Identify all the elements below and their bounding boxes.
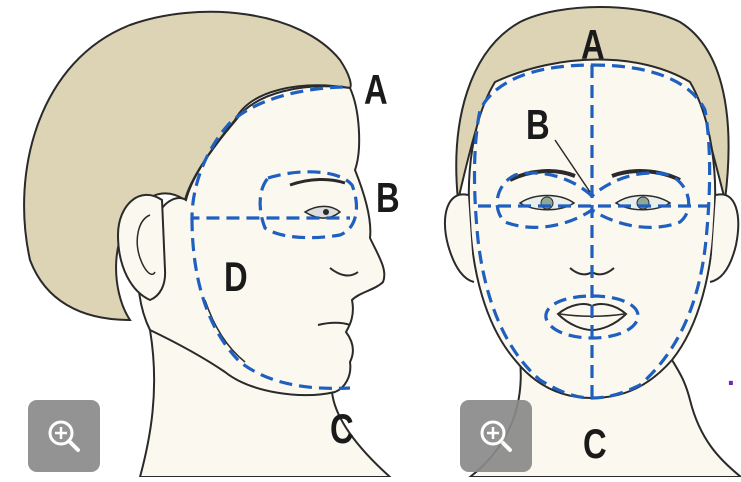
side-pupil xyxy=(323,209,329,215)
side-label-d: D xyxy=(224,256,248,298)
side-label-a: A xyxy=(364,69,388,111)
magnify-plus-icon xyxy=(460,400,532,472)
side-label-c: C xyxy=(330,408,354,450)
front-label-b: B xyxy=(526,104,550,146)
zoom-button-front[interactable] xyxy=(460,400,532,472)
zoom-button-side[interactable] xyxy=(28,400,100,472)
front-label-a: A xyxy=(581,24,605,66)
front-label-c: C xyxy=(583,423,607,465)
stray-period: . xyxy=(727,362,735,390)
side-ear xyxy=(118,195,165,300)
magnify-plus-icon xyxy=(28,400,100,472)
side-label-b: B xyxy=(376,177,400,219)
